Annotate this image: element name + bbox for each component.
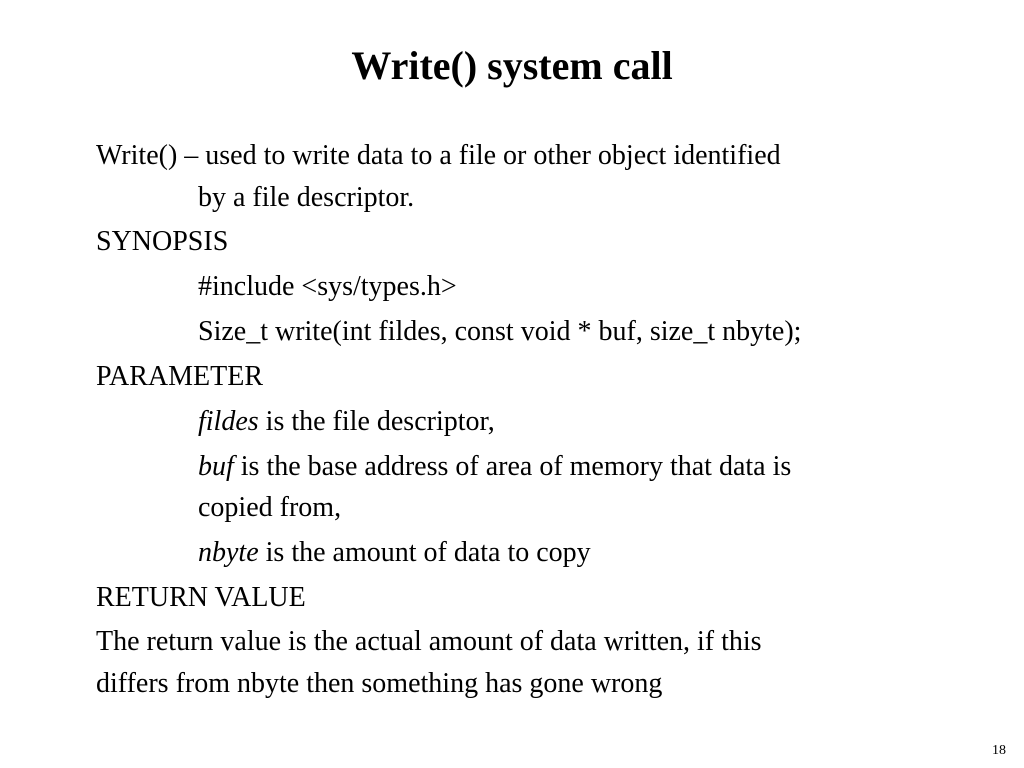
- parameter-buf: buf is the base address of area of memor…: [198, 451, 791, 483]
- parameter-buf-name: buf: [198, 451, 234, 482]
- synopsis-heading: SYNOPSIS: [96, 226, 229, 257]
- page-number: 18: [992, 743, 1006, 758]
- parameter-fildes-text: is the file descriptor,: [258, 406, 495, 437]
- parameter-nbyte-name: nbyte: [198, 537, 259, 568]
- parameter-buf-continued: copied from,: [198, 492, 342, 523]
- return-value-line-2: differs from nbyte then something has go…: [96, 668, 663, 699]
- return-value-line-1: The return value is the actual amount of…: [96, 626, 762, 657]
- description-line-2: by a file descriptor.: [198, 182, 415, 213]
- parameter-fildes-name: fildes: [198, 406, 259, 437]
- parameter-buf-text-1: is the base address of area of memory th…: [233, 451, 792, 482]
- return-value-heading: RETURN VALUE: [96, 582, 306, 613]
- parameter-nbyte: nbyte is the amount of data to copy: [198, 537, 591, 569]
- parameter-fildes: fildes is the file descriptor,: [198, 406, 495, 438]
- synopsis-include: #include <sys/types.h>: [198, 271, 457, 302]
- description-line-1: Write() – used to write data to a file o…: [96, 140, 781, 171]
- parameter-heading: PARAMETER: [96, 361, 264, 392]
- synopsis-signature: Size_t write(int fildes, const void * bu…: [198, 316, 802, 347]
- parameter-nbyte-text: is the amount of data to copy: [258, 537, 591, 568]
- slide-title: Write() system call: [351, 43, 673, 88]
